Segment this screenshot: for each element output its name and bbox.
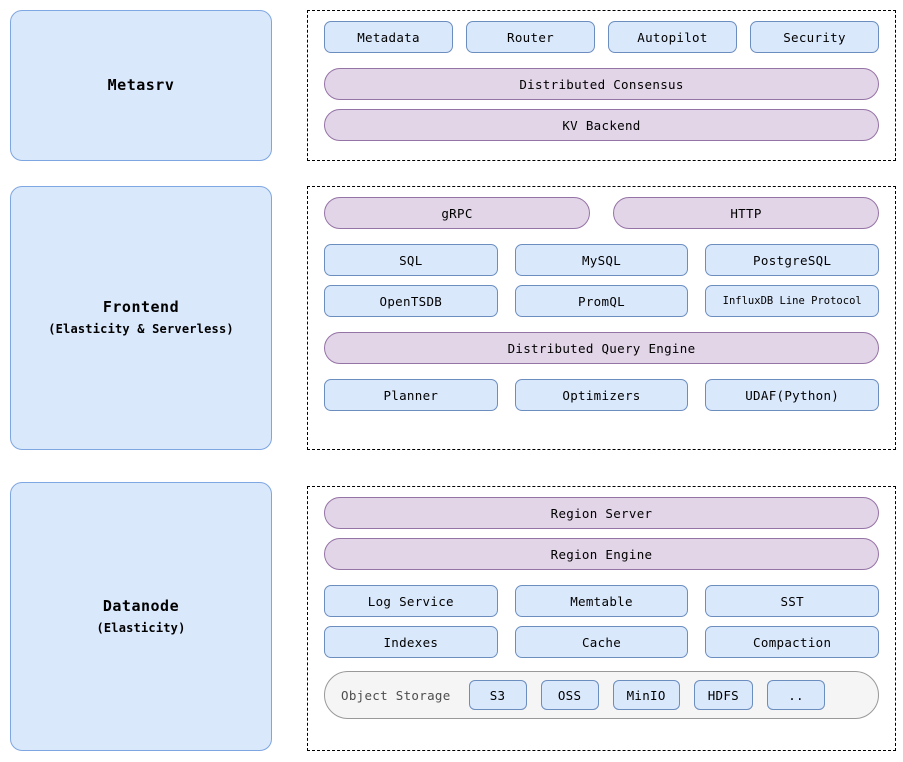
metasrv-kv-row: KV Backend bbox=[324, 109, 879, 141]
node-promql[interactable]: PromQL bbox=[514, 285, 689, 317]
component-title-datanode: Datanode bbox=[102, 596, 180, 615]
node-security[interactable]: Security bbox=[750, 21, 879, 53]
storage-chip-minio[interactable]: MinIO bbox=[612, 680, 680, 710]
node-postgresql[interactable]: PostgreSQL bbox=[705, 244, 880, 276]
group-datanode: Region Server Region Engine Log Service … bbox=[307, 486, 896, 751]
node-udaf-python[interactable]: UDAF(Python) bbox=[705, 379, 880, 411]
component-panel-metasrv: Metasrv bbox=[10, 10, 272, 161]
node-optimizers[interactable]: Optimizers bbox=[514, 379, 689, 411]
component-panel-datanode: Datanode (Elasticity) bbox=[10, 482, 272, 751]
storage-chip-hdfs[interactable]: HDFS bbox=[693, 680, 754, 710]
frontend-protocol-row: gRPC HTTP bbox=[324, 197, 879, 229]
frontend-query-engine-row: Distributed Query Engine bbox=[324, 332, 879, 364]
frontend-dialect-row-1: SQL MySQL PostgreSQL bbox=[324, 244, 880, 276]
node-opentsdb[interactable]: OpenTSDB bbox=[324, 285, 498, 317]
component-title-frontend: Frontend bbox=[102, 298, 180, 317]
datanode-storage-parts-row-1: Log Service Memtable SST bbox=[324, 585, 880, 617]
node-influxdb-line-protocol[interactable]: InfluxDB Line Protocol bbox=[705, 285, 880, 317]
node-indexes[interactable]: Indexes bbox=[324, 626, 498, 658]
component-title-metasrv: Metasrv bbox=[107, 75, 175, 94]
group-metasrv: Metadata Router Autopilot Security Distr… bbox=[307, 10, 896, 161]
metasrv-services-row: Metadata Router Autopilot Security bbox=[324, 21, 879, 53]
node-region-engine[interactable]: Region Engine bbox=[324, 538, 879, 570]
storage-chip-s3[interactable]: S3 bbox=[468, 680, 527, 710]
storage-chip-oss[interactable]: OSS bbox=[540, 680, 599, 710]
node-kv-backend[interactable]: KV Backend bbox=[324, 109, 879, 141]
node-router[interactable]: Router bbox=[466, 21, 595, 53]
node-autopilot[interactable]: Autopilot bbox=[608, 21, 737, 53]
node-mysql[interactable]: MySQL bbox=[514, 244, 689, 276]
node-log-service[interactable]: Log Service bbox=[324, 585, 498, 617]
component-panel-frontend: Frontend (Elasticity & Serverless) bbox=[10, 186, 272, 450]
node-memtable[interactable]: Memtable bbox=[514, 585, 689, 617]
datanode-storage-parts-row-2: Indexes Cache Compaction bbox=[324, 626, 880, 658]
frontend-dialect-row-2: OpenTSDB PromQL InfluxDB Line Protocol bbox=[324, 285, 880, 317]
node-cache[interactable]: Cache bbox=[514, 626, 689, 658]
node-planner[interactable]: Planner bbox=[324, 379, 498, 411]
node-distributed-consensus[interactable]: Distributed Consensus bbox=[324, 68, 879, 100]
node-http[interactable]: HTTP bbox=[613, 197, 879, 229]
frontend-engine-parts-row: Planner Optimizers UDAF(Python) bbox=[324, 379, 880, 411]
storage-chip-more[interactable]: .. bbox=[767, 680, 826, 710]
node-distributed-query-engine[interactable]: Distributed Query Engine bbox=[324, 332, 879, 364]
node-sst[interactable]: SST bbox=[705, 585, 880, 617]
node-grpc[interactable]: gRPC bbox=[324, 197, 590, 229]
object-storage-strip: Object Storage S3 OSS MinIO HDFS .. bbox=[324, 671, 879, 719]
component-subtitle-datanode: (Elasticity) bbox=[96, 620, 186, 635]
datanode-region-server-row: Region Server bbox=[324, 497, 879, 529]
node-compaction[interactable]: Compaction bbox=[705, 626, 880, 658]
datanode-region-engine-row: Region Engine bbox=[324, 538, 879, 570]
node-region-server[interactable]: Region Server bbox=[324, 497, 879, 529]
object-storage-label: Object Storage bbox=[341, 687, 451, 703]
node-metadata[interactable]: Metadata bbox=[324, 21, 453, 53]
component-subtitle-frontend: (Elasticity & Serverless) bbox=[48, 322, 234, 337]
metasrv-consensus-row: Distributed Consensus bbox=[324, 68, 879, 100]
node-sql[interactable]: SQL bbox=[324, 244, 498, 276]
group-frontend: gRPC HTTP SQL MySQL PostgreSQL OpenTSDB … bbox=[307, 186, 896, 450]
